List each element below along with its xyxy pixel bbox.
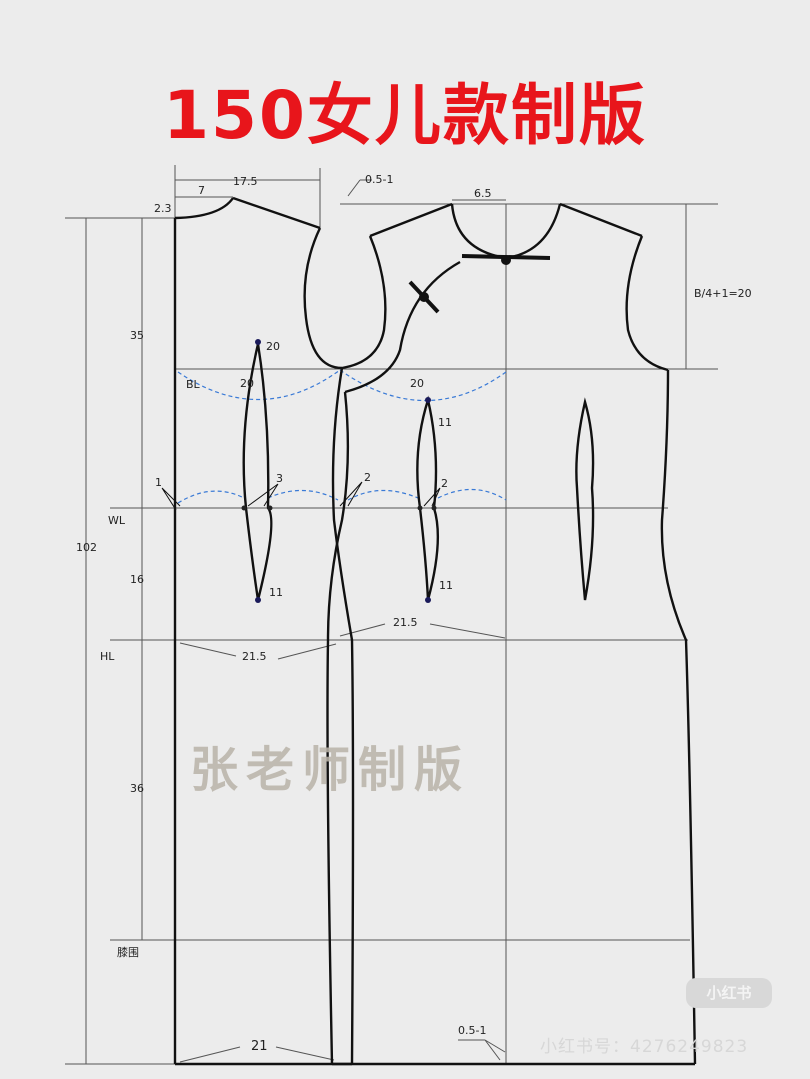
button-knot-side xyxy=(419,292,429,302)
dim-2-front: 2 xyxy=(441,477,448,490)
dim-21-5-right-leader xyxy=(339,623,386,637)
dim-20-dart-top: 20 xyxy=(266,340,280,353)
front-side-seam-left xyxy=(326,391,350,1065)
back-armhole xyxy=(303,227,343,370)
bust-curve-back xyxy=(177,369,341,401)
front-shoulder-right xyxy=(559,202,643,238)
label-hl: HL xyxy=(100,650,115,663)
front-piece xyxy=(326,202,697,1066)
bust-curve-front xyxy=(339,369,507,402)
reference-lines xyxy=(65,165,718,1065)
dim-21-5-left: 21.5 xyxy=(242,650,267,663)
back-piece xyxy=(173,196,355,1066)
dim-21-leader-b xyxy=(275,1046,335,1061)
waist-curve-1 xyxy=(177,490,245,504)
waist-curve-4 xyxy=(437,488,507,501)
dim-20-bl-right: 20 xyxy=(410,377,424,390)
back-neck xyxy=(174,197,234,220)
dart-point-front-bottom xyxy=(425,597,431,603)
front-armhole-right xyxy=(625,235,669,372)
dim-21-5-left-leader-b xyxy=(277,643,337,660)
label-wl: WL xyxy=(108,514,126,527)
dart-mark-1 xyxy=(241,505,247,511)
back-shoulder xyxy=(232,196,321,230)
dim-0-5-1-top: 0.5-1 xyxy=(365,173,393,186)
waist-curve-2 xyxy=(267,489,339,501)
platform-logo: 小红书 xyxy=(686,978,772,1008)
dim-0-5-bottom-leader-c xyxy=(484,1039,506,1053)
dim-21-5-left-leader xyxy=(179,642,237,657)
dim-11-front-bottom: 11 xyxy=(439,579,453,592)
page-title: 150女儿款制版 xyxy=(163,77,647,154)
front-right-dart xyxy=(575,397,595,601)
arrow-2-front xyxy=(423,487,441,507)
dim-16: 16 xyxy=(130,573,144,586)
label-bl: BL xyxy=(186,378,201,391)
dim-20-bl-left: 20 xyxy=(240,377,254,390)
dim-21-leader xyxy=(179,1046,241,1063)
waist-curve-3 xyxy=(347,489,419,501)
dim-0-5-1-bottom: 0.5-1 xyxy=(458,1024,486,1037)
account-id: 小红书号：4276249823 xyxy=(540,1037,749,1057)
dim-21: 21 xyxy=(251,1039,268,1054)
dart-mark-2 xyxy=(267,505,273,511)
dart-point-front-top xyxy=(425,397,431,403)
dim-1: 1 xyxy=(155,476,162,489)
dim-2-side: 2 xyxy=(364,471,371,484)
arrow-leaders xyxy=(161,481,441,511)
arrow-3 xyxy=(247,483,279,507)
front-armhole-left xyxy=(341,235,387,370)
dart-point-back-bottom xyxy=(255,597,261,603)
dim-36: 36 xyxy=(130,782,144,795)
dart-point-back-top xyxy=(255,339,261,345)
dim-7: 7 xyxy=(198,184,205,197)
front-side-seam-right xyxy=(660,369,697,1065)
dim-102: 102 xyxy=(76,541,97,554)
dim-17-5: 17.5 xyxy=(233,175,258,188)
back-side-seam xyxy=(331,367,355,1065)
dim-11-back-bottom: 11 xyxy=(269,586,283,599)
watermark: 张老师制版 xyxy=(190,742,471,798)
front-placket xyxy=(344,260,461,394)
label-knee: 膝围 xyxy=(117,946,139,959)
dim-0-5-bottom-leader-b xyxy=(484,1039,501,1061)
button-knot-neck xyxy=(501,255,511,265)
dim-21-5-right: 21.5 xyxy=(393,616,418,629)
dim-3: 3 xyxy=(276,472,283,485)
arrow-1 xyxy=(161,487,181,511)
dim-2-3: 2.3 xyxy=(154,202,172,215)
dim-6-5: 6.5 xyxy=(474,187,492,200)
dart-mark-3 xyxy=(417,505,423,511)
dim-0-5-leader xyxy=(347,179,361,197)
dim-11-front-top: 11 xyxy=(438,416,452,429)
dart-mark-4 xyxy=(431,505,437,511)
front-shoulder xyxy=(369,202,453,238)
dim-b4: B/4+1=20 xyxy=(694,287,752,300)
arrow-2-side xyxy=(339,481,363,507)
dim-35: 35 xyxy=(130,329,144,342)
dim-21-5-right-leader-b xyxy=(429,623,506,639)
ease-curves xyxy=(177,369,507,504)
